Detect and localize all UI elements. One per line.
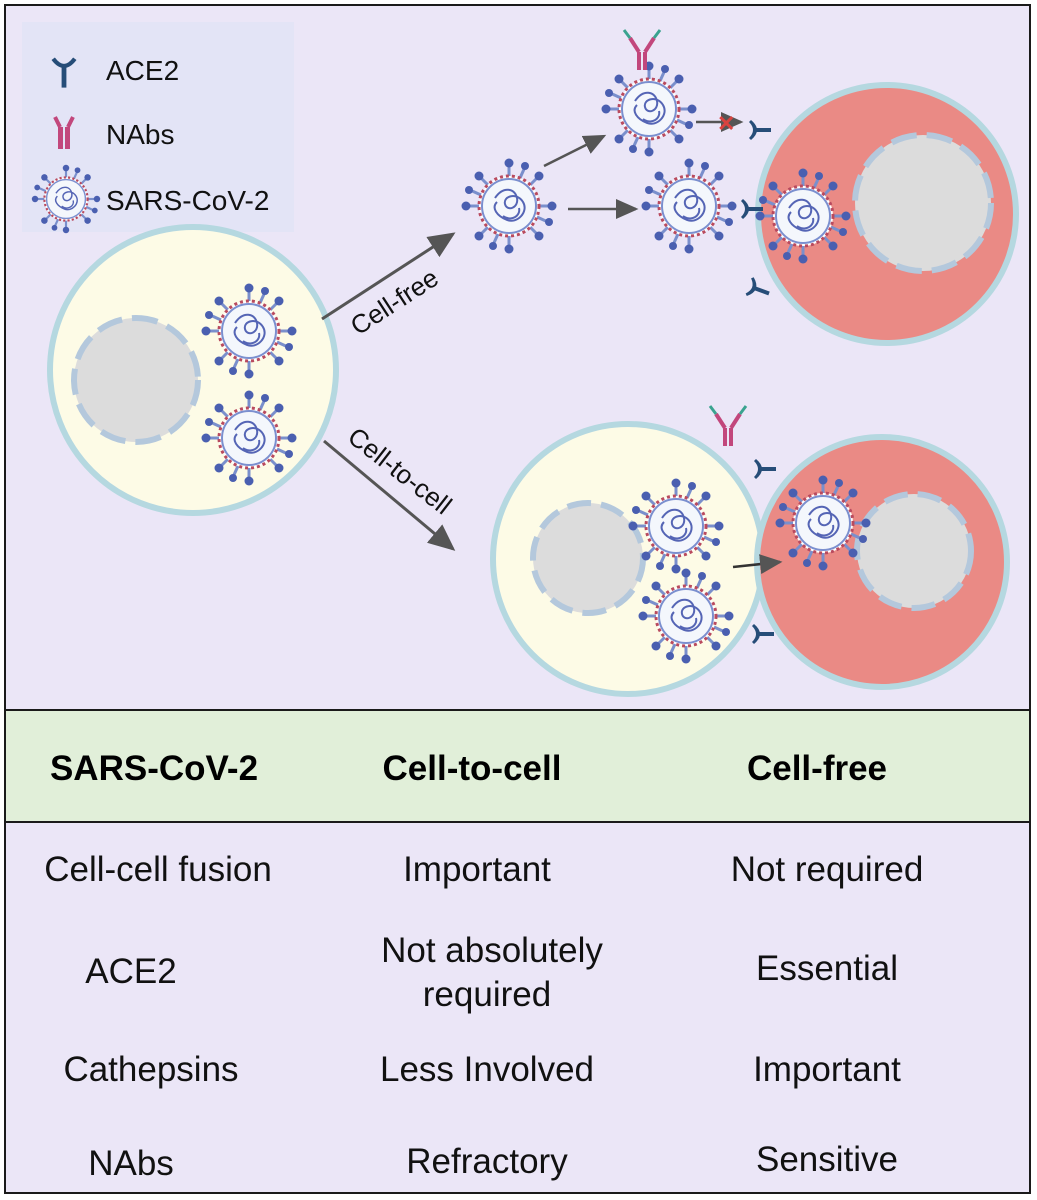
header-sars-cov-2: SARS-CoV-2 [49, 749, 259, 788]
target-nucleus-bottom [854, 491, 974, 611]
row-cell-cell-fusion-cell-to-cell: Important [403, 850, 551, 889]
row-ace2-cell-to-cell-line1: Not absolutely [381, 931, 603, 970]
ace2-receptor-bottom-2 [752, 624, 774, 644]
header-cell-to-cell: Cell-to-cell [382, 749, 562, 788]
free-virion [460, 157, 558, 255]
table-top-border [6, 709, 1029, 711]
row-cell-cell-fusion-feature: Cell-cell fusion [44, 850, 272, 889]
free-nab-icon [708, 404, 748, 448]
entering-virion [640, 157, 738, 255]
path-label-cell-free: Cell-free [345, 262, 444, 341]
row-nabs-feature: NAbs [88, 1144, 174, 1183]
donor-nucleus [71, 315, 201, 445]
transmission-diagram: ACE2 NAbs SARS-CoV-2 Cell-free Cell-to-c… [22, 22, 1019, 697]
ace2-receptor-top-3 [744, 276, 773, 303]
legend: ACE2 NAbs SARS-CoV-2 [22, 22, 294, 235]
bound-nab-icon [622, 28, 662, 72]
row-cathepsins-feature: Cathepsins [63, 1050, 239, 1089]
legend-label-ace2: ACE2 [106, 55, 179, 86]
neutralized-virion [600, 60, 698, 158]
row-nabs-cell-free: Sensitive [755, 1140, 899, 1179]
donor-cell [47, 224, 339, 516]
ace2-receptor-icon [51, 57, 77, 88]
row-ace2-feature: ACE2 [85, 952, 177, 991]
donor-cell-bottom [490, 421, 766, 697]
cell-to-cell-arrow [323, 439, 456, 551]
target-cell-top [754, 82, 1019, 346]
row-ace2-cell-to-cell-line2: required [422, 975, 552, 1014]
row-cathepsins-cell-to-cell: Less Involved [379, 1050, 595, 1089]
ace2-receptor-top-1 [749, 120, 771, 140]
table-header-border [6, 821, 1029, 823]
row-cathepsins-cell-free: Important [753, 1050, 901, 1089]
row-nabs-cell-to-cell: Refractory [406, 1142, 568, 1181]
ace2-receptor-bottom-1 [754, 459, 776, 479]
target-nucleus-top [852, 132, 994, 274]
legend-label-sars-cov-2: SARS-CoV-2 [106, 185, 269, 216]
transfer-arrow [732, 554, 783, 575]
legend-label-nabs: NAbs [106, 119, 174, 150]
figure-frame: ACE2 NAbs SARS-CoV-2 Cell-free Cell-to-c… [4, 4, 1031, 1194]
row-ace2-cell-free: Essential [755, 949, 899, 988]
target-cell-bottom [754, 434, 1010, 690]
row-cell-cell-fusion-cell-free: Not required [730, 850, 924, 889]
neutralization-arrow [543, 134, 607, 168]
nab-antibody-icon [53, 116, 75, 149]
donor-nucleus-bottom [530, 500, 646, 616]
blocked-x-icon: ✕ [717, 111, 735, 136]
cell-free-arrow [321, 232, 456, 321]
header-cell-free: Cell-free [746, 749, 888, 788]
table-header [6, 711, 1029, 821]
